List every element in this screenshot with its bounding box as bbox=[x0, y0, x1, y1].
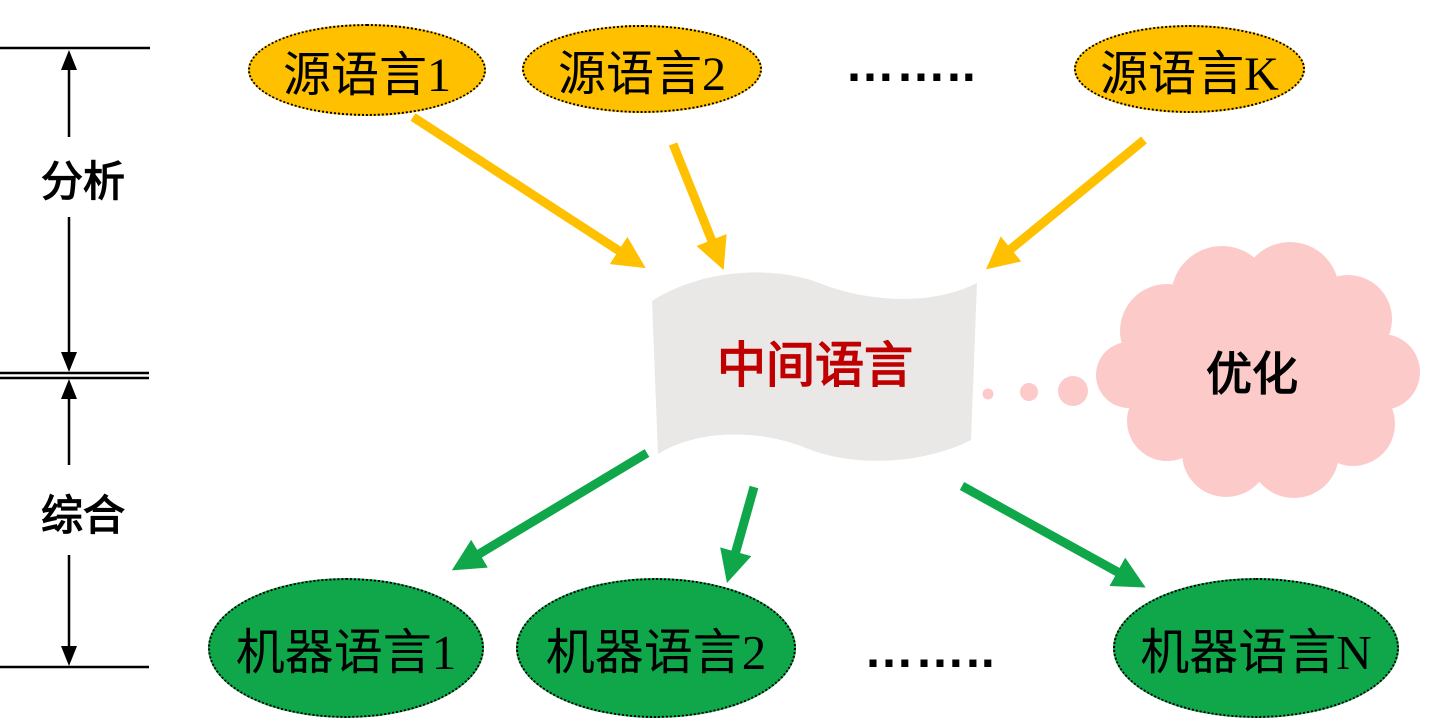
optimization-cloud-shape bbox=[1096, 242, 1420, 498]
thought-trail-dots bbox=[982, 376, 1088, 406]
source2-to-intermediate-arrow bbox=[668, 142, 727, 271]
machine-language-1-ellipse: 机器语言1 bbox=[208, 578, 484, 718]
arrowhead-down-icon bbox=[61, 646, 77, 666]
phase-extent-indicator bbox=[0, 46, 150, 669]
intermediate-language-label: 中间语言 bbox=[716, 339, 913, 393]
sourceK-to-intermediate-arrow bbox=[985, 136, 1147, 270]
source-language-k-ellipse: 源语言K bbox=[1074, 25, 1305, 113]
intermediate-to-machine1-arrow bbox=[451, 449, 650, 571]
thought-dot-medium bbox=[1020, 383, 1038, 401]
thought-dot-small bbox=[982, 388, 994, 400]
source1-to-intermediate-arrow bbox=[410, 113, 646, 269]
source-language-1-label: 源语言1 bbox=[282, 49, 451, 102]
machine-language-2-ellipse: 机器语言2 bbox=[516, 578, 796, 718]
arrowhead-up-icon bbox=[61, 50, 77, 70]
machine-language-1-label: 机器语言1 bbox=[235, 624, 457, 680]
synthesis-arrows bbox=[451, 449, 1146, 588]
source-language-2-ellipse: 源语言2 bbox=[522, 25, 762, 113]
arrowhead-up-icon bbox=[61, 379, 77, 399]
source-language-2-label: 源语言2 bbox=[557, 48, 726, 101]
optimization-label: 优化 bbox=[1206, 348, 1298, 400]
intermediate-to-machineN-arrow bbox=[959, 482, 1146, 588]
thought-dot-large bbox=[1058, 376, 1088, 406]
source-language-1-ellipse: 源语言1 bbox=[248, 24, 486, 116]
machine-row-ellipsis: …….. bbox=[864, 622, 996, 678]
machine-language-2-label: 机器语言2 bbox=[545, 624, 767, 680]
machine-language-n-label: 机器语言N bbox=[1140, 624, 1372, 680]
analysis-arrows bbox=[410, 113, 1147, 271]
phase-extent-arrowheads bbox=[61, 50, 77, 666]
arrowhead-down-icon bbox=[61, 352, 77, 372]
intermediate-banner-shape bbox=[652, 272, 977, 461]
analysis-label: 分析 bbox=[40, 158, 125, 205]
synthesis-label: 综合 bbox=[40, 492, 125, 539]
source-language-k-label: 源语言K bbox=[1100, 48, 1279, 101]
source-row-ellipsis: …….. bbox=[845, 36, 977, 92]
intermediate-to-machine2-arrow bbox=[720, 485, 759, 583]
machine-language-n-ellipse: 机器语言N bbox=[1113, 578, 1399, 718]
